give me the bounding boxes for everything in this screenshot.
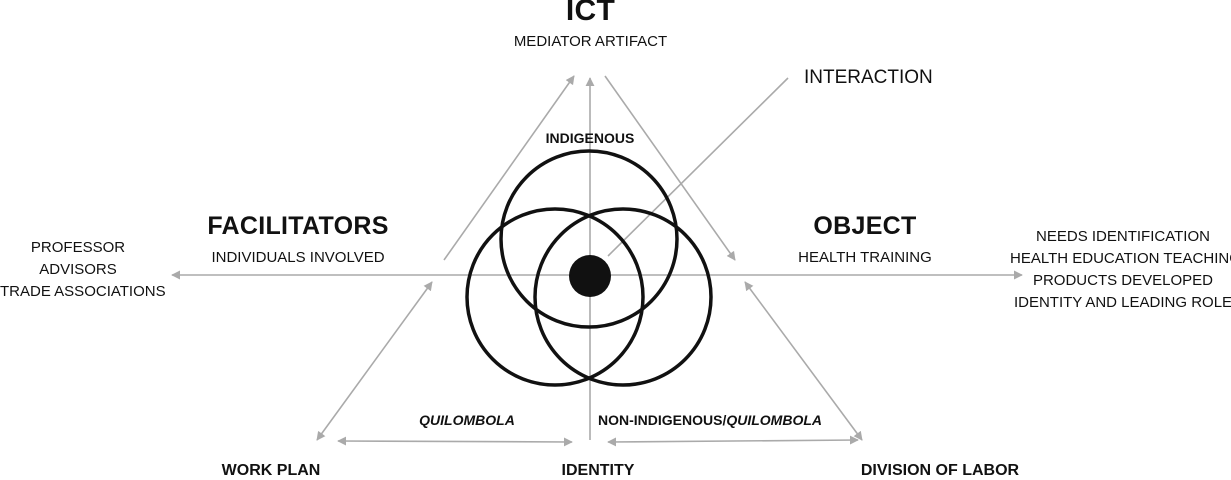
quilombola-label: QUILOMBOLA: [419, 412, 515, 428]
facilitators-list: PROFESSOR ADVISORS TRADE ASSOCIATIONS: [0, 237, 166, 303]
ict-subtitle: MEDIATOR ARTIFACT: [513, 33, 668, 50]
bottom-left-arrow-line: [316, 281, 433, 441]
non-indigenous-quilombola-label: NON-INDIGENOUS/QUILOMBOLA: [598, 412, 822, 428]
interaction-label: INTERACTION: [804, 67, 933, 88]
object-item: NEEDS IDENTIFICATION: [1036, 228, 1210, 245]
facilitator-item: ADVISORS: [39, 261, 117, 278]
indigenous-circle: [499, 149, 679, 329]
division-of-labor-label: DIVISION OF LABOR: [860, 462, 1020, 479]
object-subtitle: HEALTH TRAINING: [798, 249, 932, 266]
object-item: HEALTH EDUCATION TEACHING: [1010, 250, 1231, 267]
object-title: OBJECT: [813, 212, 917, 240]
bottom-left-span-arrow: [337, 436, 573, 447]
bottom-right-arrow-line: [744, 281, 863, 441]
quilombola-suffix: QUILOMBOLA: [726, 412, 822, 428]
center-dot: [569, 255, 611, 297]
facilitators-title: FACILITATORS: [207, 212, 389, 240]
venn-circles: [465, 149, 713, 387]
bottom-right-span-arrow: [607, 435, 859, 447]
object-list: NEEDS IDENTIFICATION HEALTH EDUCATION TE…: [1010, 226, 1231, 314]
object-item: IDENTITY AND LEADING ROLE: [1013, 294, 1231, 311]
identity-label: IDENTITY: [561, 462, 635, 479]
ict-title: ICT: [565, 0, 616, 27]
work-plan-label: WORK PLAN: [221, 462, 321, 479]
facilitators-subtitle: INDIVIDUALS INVOLVED: [211, 249, 385, 266]
top-right-arrow-line: [604, 75, 736, 261]
top-left-arrow-line: [443, 75, 575, 261]
facilitator-item: TRADE ASSOCIATIONS: [0, 283, 166, 300]
non-indigenous-prefix: NON-INDIGENOUS/: [598, 412, 727, 428]
object-item: PRODUCTS DEVELOPED: [1032, 272, 1214, 289]
indigenous-label: INDIGENOUS: [545, 130, 635, 146]
non-indigenous-circle: [533, 207, 713, 387]
quilombola-circle: [465, 207, 645, 387]
facilitator-item: PROFESSOR: [30, 239, 126, 256]
interaction-pointer-line: [607, 77, 789, 257]
